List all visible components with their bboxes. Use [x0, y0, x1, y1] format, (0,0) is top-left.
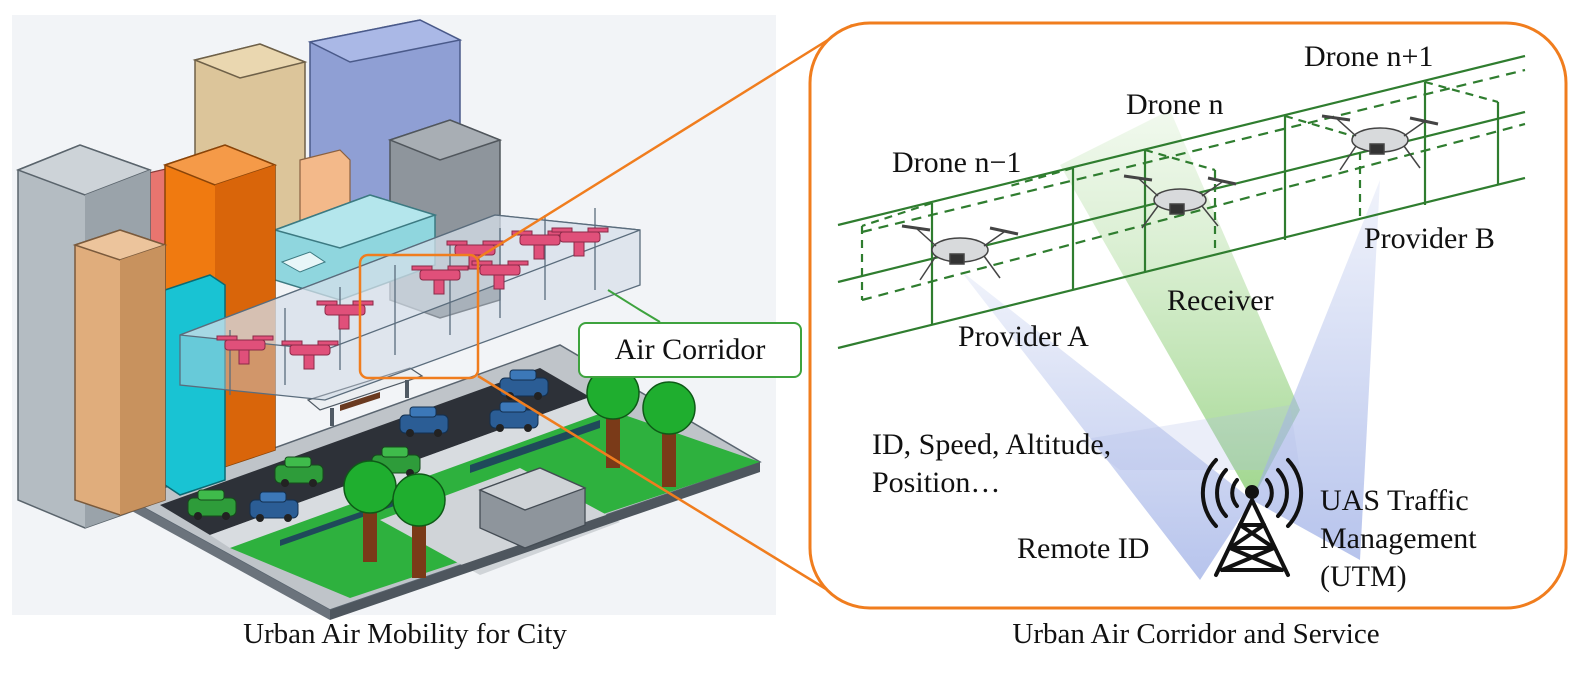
drone-label-next: Drone n+1 — [1304, 40, 1434, 73]
corridor-panel — [808, 21, 1568, 610]
city-drones — [216, 227, 609, 370]
remote-id-label: Remote ID — [1017, 532, 1150, 565]
caption-city: Urban Air Mobility for City — [243, 618, 567, 650]
corridor-wireframe — [837, 54, 1526, 350]
cars — [187, 369, 549, 522]
drone-icon — [1321, 114, 1439, 171]
zoom-connector-bottom — [477, 374, 853, 607]
beam-provider-a — [960, 270, 1252, 580]
provider-a-label: Provider A — [958, 320, 1089, 353]
air-corridor-callout: Air Corridor — [578, 322, 802, 378]
drone-icons — [901, 114, 1439, 281]
zoom-connector-top — [477, 23, 853, 260]
tower-icon — [1200, 458, 1304, 577]
city-scene — [12, 15, 776, 620]
utm-label: UAS Traffic Management (UTM) — [1320, 484, 1477, 593]
drone-icon — [901, 224, 1019, 281]
drone-label-current: Drone n — [1126, 88, 1224, 121]
broadcast-info-label: ID, Speed, Altitude, Position… — [872, 428, 1112, 499]
drone-icon — [1123, 174, 1237, 229]
small-building — [478, 467, 587, 549]
beam-receiver — [1060, 110, 1300, 500]
receiver-label: Receiver — [1167, 284, 1274, 317]
drone-label-previous: Drone n−1 — [892, 146, 1022, 179]
zoom-highlight — [358, 253, 480, 380]
caption-corridor: Urban Air Corridor and Service — [1012, 618, 1380, 650]
callout-pointer — [607, 289, 661, 323]
beam-provider-b — [1252, 180, 1380, 560]
fence — [470, 420, 600, 473]
provider-b-label: Provider B — [1364, 222, 1495, 255]
